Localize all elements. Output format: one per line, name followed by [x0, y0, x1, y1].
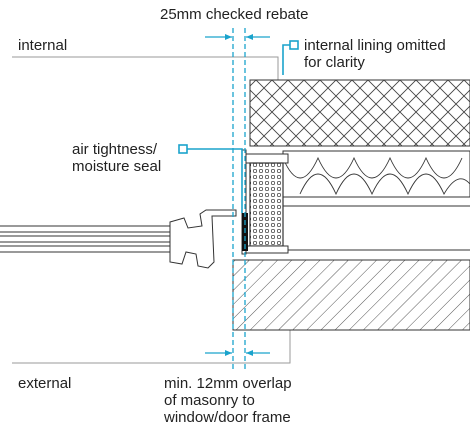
- seal-callout-leader: [186, 148, 243, 213]
- dimension-guides: [232, 28, 246, 372]
- internal-board: [249, 79, 470, 147]
- seal-callout-marker: [178, 144, 188, 154]
- callout-leaders: [178, 40, 299, 213]
- lining-callout-leader: [282, 44, 292, 75]
- insulation-loops: [282, 156, 470, 196]
- lining-note-line1: internal lining omitted: [304, 37, 446, 54]
- internal-leader: [12, 56, 279, 80]
- cavity-lines: [283, 205, 470, 251]
- overlap-label-line1: min. 12mm overlap: [164, 375, 292, 392]
- sash-profile: [169, 209, 237, 269]
- top-dimension-label: 25mm checked rebate: [160, 6, 309, 23]
- external-label: external: [18, 375, 72, 392]
- seal-label-line2: moisture seal: [72, 158, 162, 175]
- seal-label-line1: air tightness/: [72, 141, 158, 158]
- overlap-label-line3: window/door frame: [164, 409, 291, 426]
- window-frame: [241, 149, 289, 255]
- external-leader: [12, 330, 291, 364]
- insulation-layer: [282, 150, 470, 198]
- overlap-label-line2: of masonry to: [164, 392, 255, 409]
- masonry-reveal: [232, 259, 470, 331]
- glazing-unit: [0, 209, 237, 269]
- internal-label: internal: [18, 37, 68, 54]
- reference-leaders: [12, 56, 291, 364]
- lining-callout-marker: [289, 40, 299, 50]
- lining-note-line2: for clarity: [304, 54, 365, 71]
